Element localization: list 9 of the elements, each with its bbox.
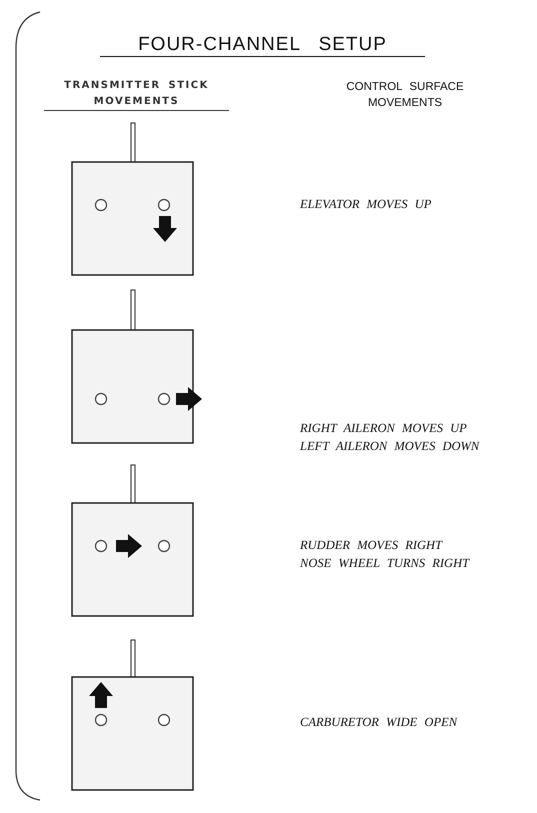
movement-description: NOSE WHEEL TURNS RIGHT	[300, 555, 471, 571]
movement-description: LEFT AILERON MOVES DOWN	[300, 438, 480, 454]
title: FOUR-CHANNEL SETUP	[100, 34, 425, 57]
movement-description: RIGHT AILERON MOVES UP	[300, 420, 468, 436]
movement-description: ELEVATOR MOVES UP	[300, 196, 432, 212]
column-heading: TRANSMITTER STICK MOVEMENTS	[44, 78, 229, 111]
movement-description: CARBURETOR WIDE OPEN	[300, 714, 458, 730]
column-heading: CONTROL SURFACE MOVEMENTS	[345, 80, 465, 111]
movement-description: RUDDER MOVES RIGHT	[300, 537, 444, 553]
